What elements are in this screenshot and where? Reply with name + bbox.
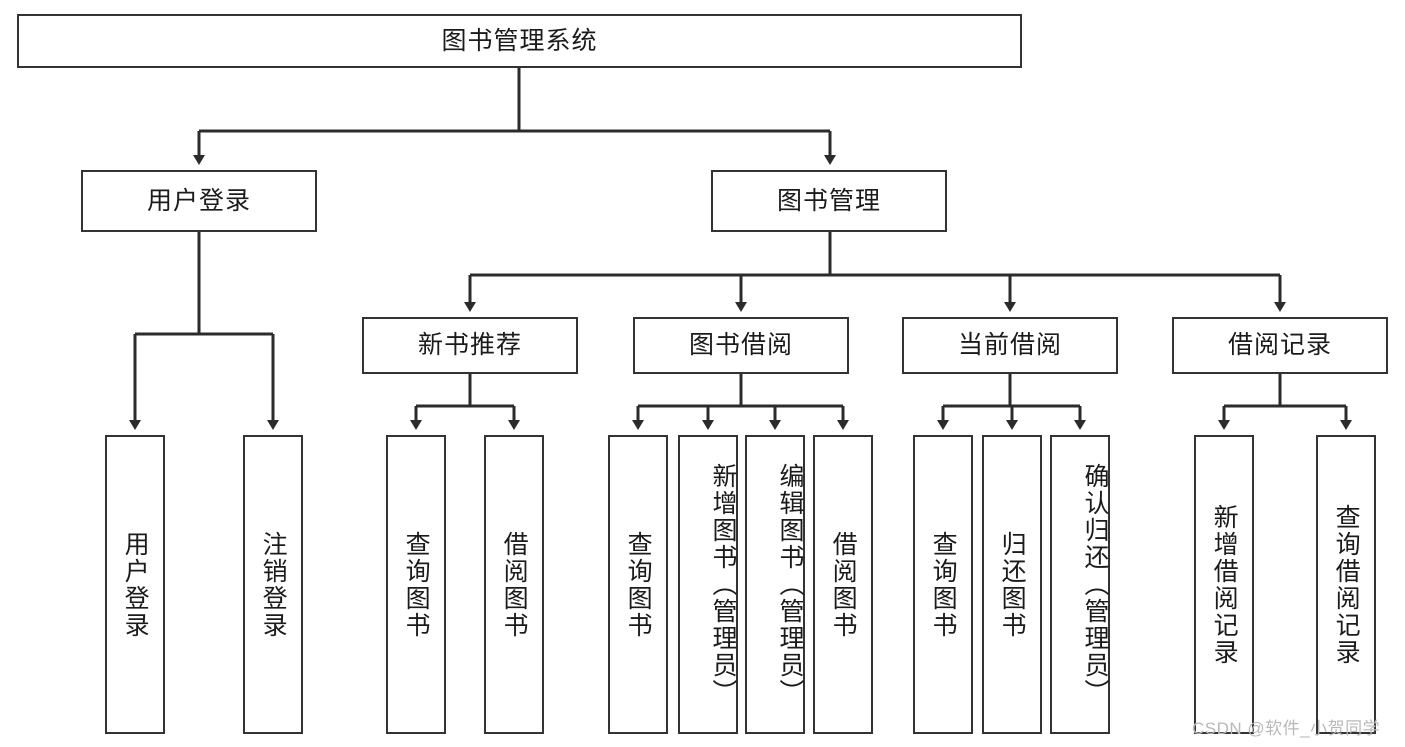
leaf-query-book-recommend[interactable]: 查询图书 [386,435,446,734]
node-book-management[interactable]: 图书管理 [711,170,947,232]
csdn-watermark: CSDN @软件_小贺同学 [1192,719,1381,738]
leaf-borrow-book-recommend[interactable]: 借阅图书 [484,435,544,734]
leaf-confirm-return-admin[interactable]: 确认归还（管理员） [1050,435,1110,734]
leaf-edit-book-admin[interactable]: 编辑图书（管理员） [745,435,805,734]
leaf-return-book[interactable]: 归还图书 [982,435,1042,734]
leaf-query-book-current[interactable]: 查询图书 [913,435,973,734]
leaf-user-logout[interactable]: 注销登录 [243,435,303,734]
node-book-borrow[interactable]: 图书借阅 [633,317,849,374]
leaf-borrow-book[interactable]: 借阅图书 [813,435,873,734]
leaf-user-login[interactable]: 用户登录 [105,435,165,734]
node-current-borrow[interactable]: 当前借阅 [902,317,1118,374]
leaf-query-book-borrow[interactable]: 查询图书 [608,435,668,734]
leaf-query-borrow-record[interactable]: 查询借阅记录 [1316,435,1376,734]
node-new-book-recommend[interactable]: 新书推荐 [362,317,578,374]
node-borrow-record[interactable]: 借阅记录 [1172,317,1388,374]
leaf-add-book-admin[interactable]: 新增图书（管理员） [678,435,738,734]
node-root[interactable]: 图书管理系统 [17,14,1022,68]
leaf-add-borrow-record[interactable]: 新增借阅记录 [1194,435,1254,734]
node-user-login[interactable]: 用户登录 [81,170,317,232]
